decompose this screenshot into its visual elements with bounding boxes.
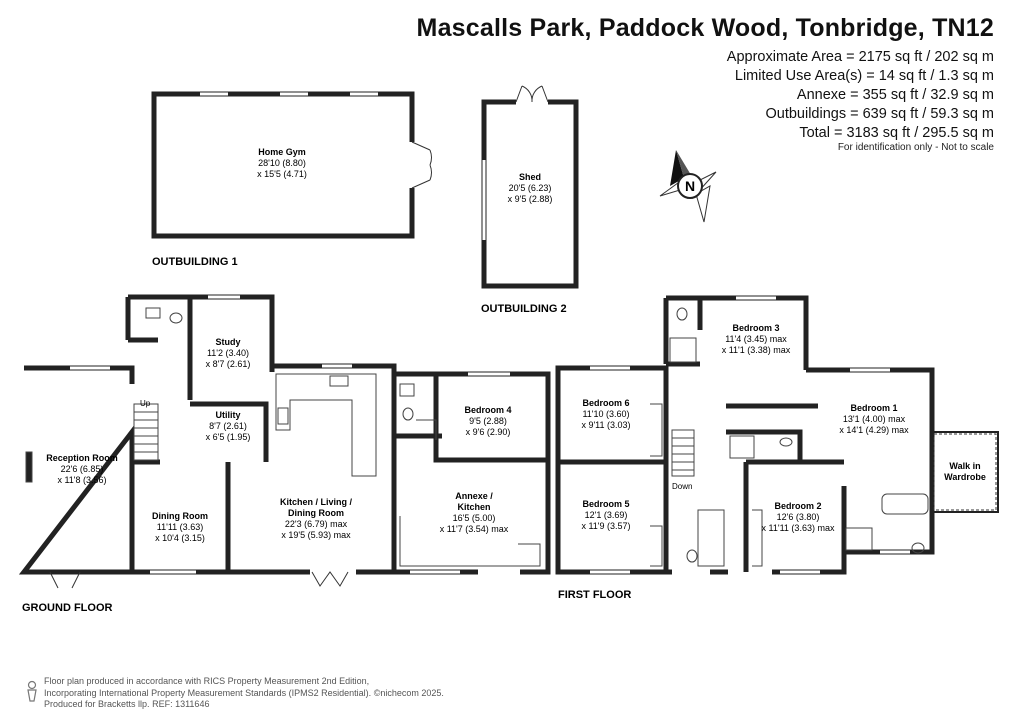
study-dim1: 11'2 (3.40) [207, 348, 249, 358]
shed-dim1: 20'5 (6.23) [509, 183, 552, 193]
home-gym-outline [151, 91, 432, 239]
annexe-label-2: Kitchen [457, 502, 490, 512]
bedroom-1-label: Bedroom 1 [850, 403, 897, 413]
footer-copyright: ©nichecom 2025. [373, 687, 444, 698]
bedroom-1-dim1: 13'1 (4.00) max [843, 414, 906, 424]
walk-in-wardrobe-label-2: Wardrobe [944, 472, 986, 482]
plan-title: Mascalls Park, Paddock Wood, Tonbridge, … [416, 14, 994, 42]
bedroom-4-label: Bedroom 4 [464, 405, 511, 415]
approx-area: Approximate Area = 2175 sq ft / 202 sq m [726, 49, 994, 65]
ground-floor-heading: GROUND FLOOR [22, 602, 112, 614]
kitchen-dim2: x 19'5 (5.93) max [281, 530, 351, 540]
stairs-down-label: Down [672, 482, 692, 491]
footer-line-3: Produced for Bracketts llp. REF: 1311646 [44, 699, 444, 711]
first-floor-windows [590, 296, 910, 574]
bedroom-5-label: Bedroom 5 [582, 499, 629, 509]
total-area: Total = 3183 sq ft / 295.5 sq m [799, 125, 994, 141]
bedroom-6-dim2: x 9'11 (3.03) [581, 420, 630, 430]
area-summary: Approximate Area = 2175 sq ft / 202 sq m… [727, 48, 994, 143]
dining-room-label: Dining Room [152, 511, 208, 521]
bedroom-1-dim2: x 14'1 (4.29) max [839, 425, 909, 435]
footer-line-2-text: Incorporating International Property Mea… [44, 687, 372, 698]
ground-floor-windows [70, 295, 510, 574]
dining-room-dim2: x 10'4 (3.15) [155, 533, 205, 543]
outbuildings-area: Outbuildings = 639 sq ft / 59.3 sq m [765, 106, 994, 122]
compass-north-letter: N [685, 178, 695, 194]
utility-dim1: 8'7 (2.61) [209, 421, 247, 431]
annexe-label-1: Annexe / [455, 491, 493, 501]
kitchen-label-2: Dining Room [288, 508, 344, 518]
bedroom-2-dim1: 12'6 (3.80) [777, 512, 820, 522]
shed-outline [481, 85, 579, 289]
limited-use-area: Limited Use Area(s) = 14 sq ft / 1.3 sq … [734, 68, 994, 84]
dining-room-dim1: 11'11 (3.63) [157, 522, 203, 532]
home-gym-dim1: 28'10 (8.80) [258, 158, 306, 168]
bedroom-2-dim2: x 11'11 (3.63) max [762, 523, 835, 533]
bedroom-3-dim1: 11'4 (3.45) max [725, 334, 787, 344]
kitchen-label-1: Kitchen / Living / [280, 497, 353, 507]
footer-line-2: Incorporating International Property Mea… [44, 688, 444, 700]
bedroom-6-label: Bedroom 6 [582, 398, 629, 408]
walk-in-wardrobe-label-1: Walk in [949, 461, 980, 471]
reception-room-dim1: 22'6 (6.85) [61, 464, 104, 474]
footer-ref: REF: 1311646 [152, 699, 210, 709]
stairs-up-label: Up [140, 399, 151, 408]
shed-dim2: x 9'5 (2.88) [508, 194, 553, 204]
bedroom-5-dim2: x 11'9 (3.57) [581, 521, 630, 531]
study-dim2: x 8'7 (2.61) [206, 359, 251, 369]
bedroom-3-dim2: x 11'1 (3.38) max [722, 345, 791, 355]
annexe-dim2: x 11'7 (3.54) max [440, 524, 509, 534]
bedroom-4-dim2: x 9'6 (2.90) [466, 427, 511, 437]
study-label: Study [215, 337, 240, 347]
footer-line-1: Floor plan produced in accordance with R… [44, 676, 370, 686]
utility-dim2: x 6'5 (1.95) [206, 432, 251, 442]
first-floor-heading: FIRST FLOOR [558, 589, 631, 601]
reception-room-label: Reception Room [46, 453, 118, 463]
location-pin-icon [27, 680, 37, 702]
footer-produced-for: Produced for Bracketts llp. [44, 699, 150, 709]
reception-room-dim2: x 11'8 (3.56) [57, 475, 106, 485]
ground-floor-details [25, 307, 541, 589]
shed-label: Shed [519, 172, 541, 182]
home-gym-label: Home Gym [258, 147, 306, 157]
utility-label: Utility [215, 410, 240, 420]
footer-credits: Floor plan produced in accordance with R… [44, 676, 444, 711]
bedroom-5-dim1: 12'1 (3.69) [585, 510, 628, 520]
outbuilding-2-heading: OUTBUILDING 2 [481, 303, 567, 315]
annexe-area: Annexe = 355 sq ft / 32.9 sq m [796, 87, 994, 103]
compass-rose: N [659, 150, 717, 223]
bedroom-3-label: Bedroom 3 [732, 323, 779, 333]
annexe-dim1: 16'5 (5.00) [453, 513, 496, 523]
outbuilding-1-heading: OUTBUILDING 1 [152, 256, 238, 268]
home-gym-dim2: x 15'5 (4.71) [257, 169, 307, 179]
disclaimer-note: For identification only - Not to scale [837, 142, 994, 153]
first-floor-details [650, 307, 929, 567]
bedroom-2-label: Bedroom 2 [774, 501, 821, 511]
kitchen-dim1: 22'3 (6.79) max [285, 519, 348, 529]
bedroom-6-dim1: 11'10 (3.60) [582, 409, 629, 419]
bedroom-4-dim1: 9'5 (2.88) [469, 416, 507, 426]
